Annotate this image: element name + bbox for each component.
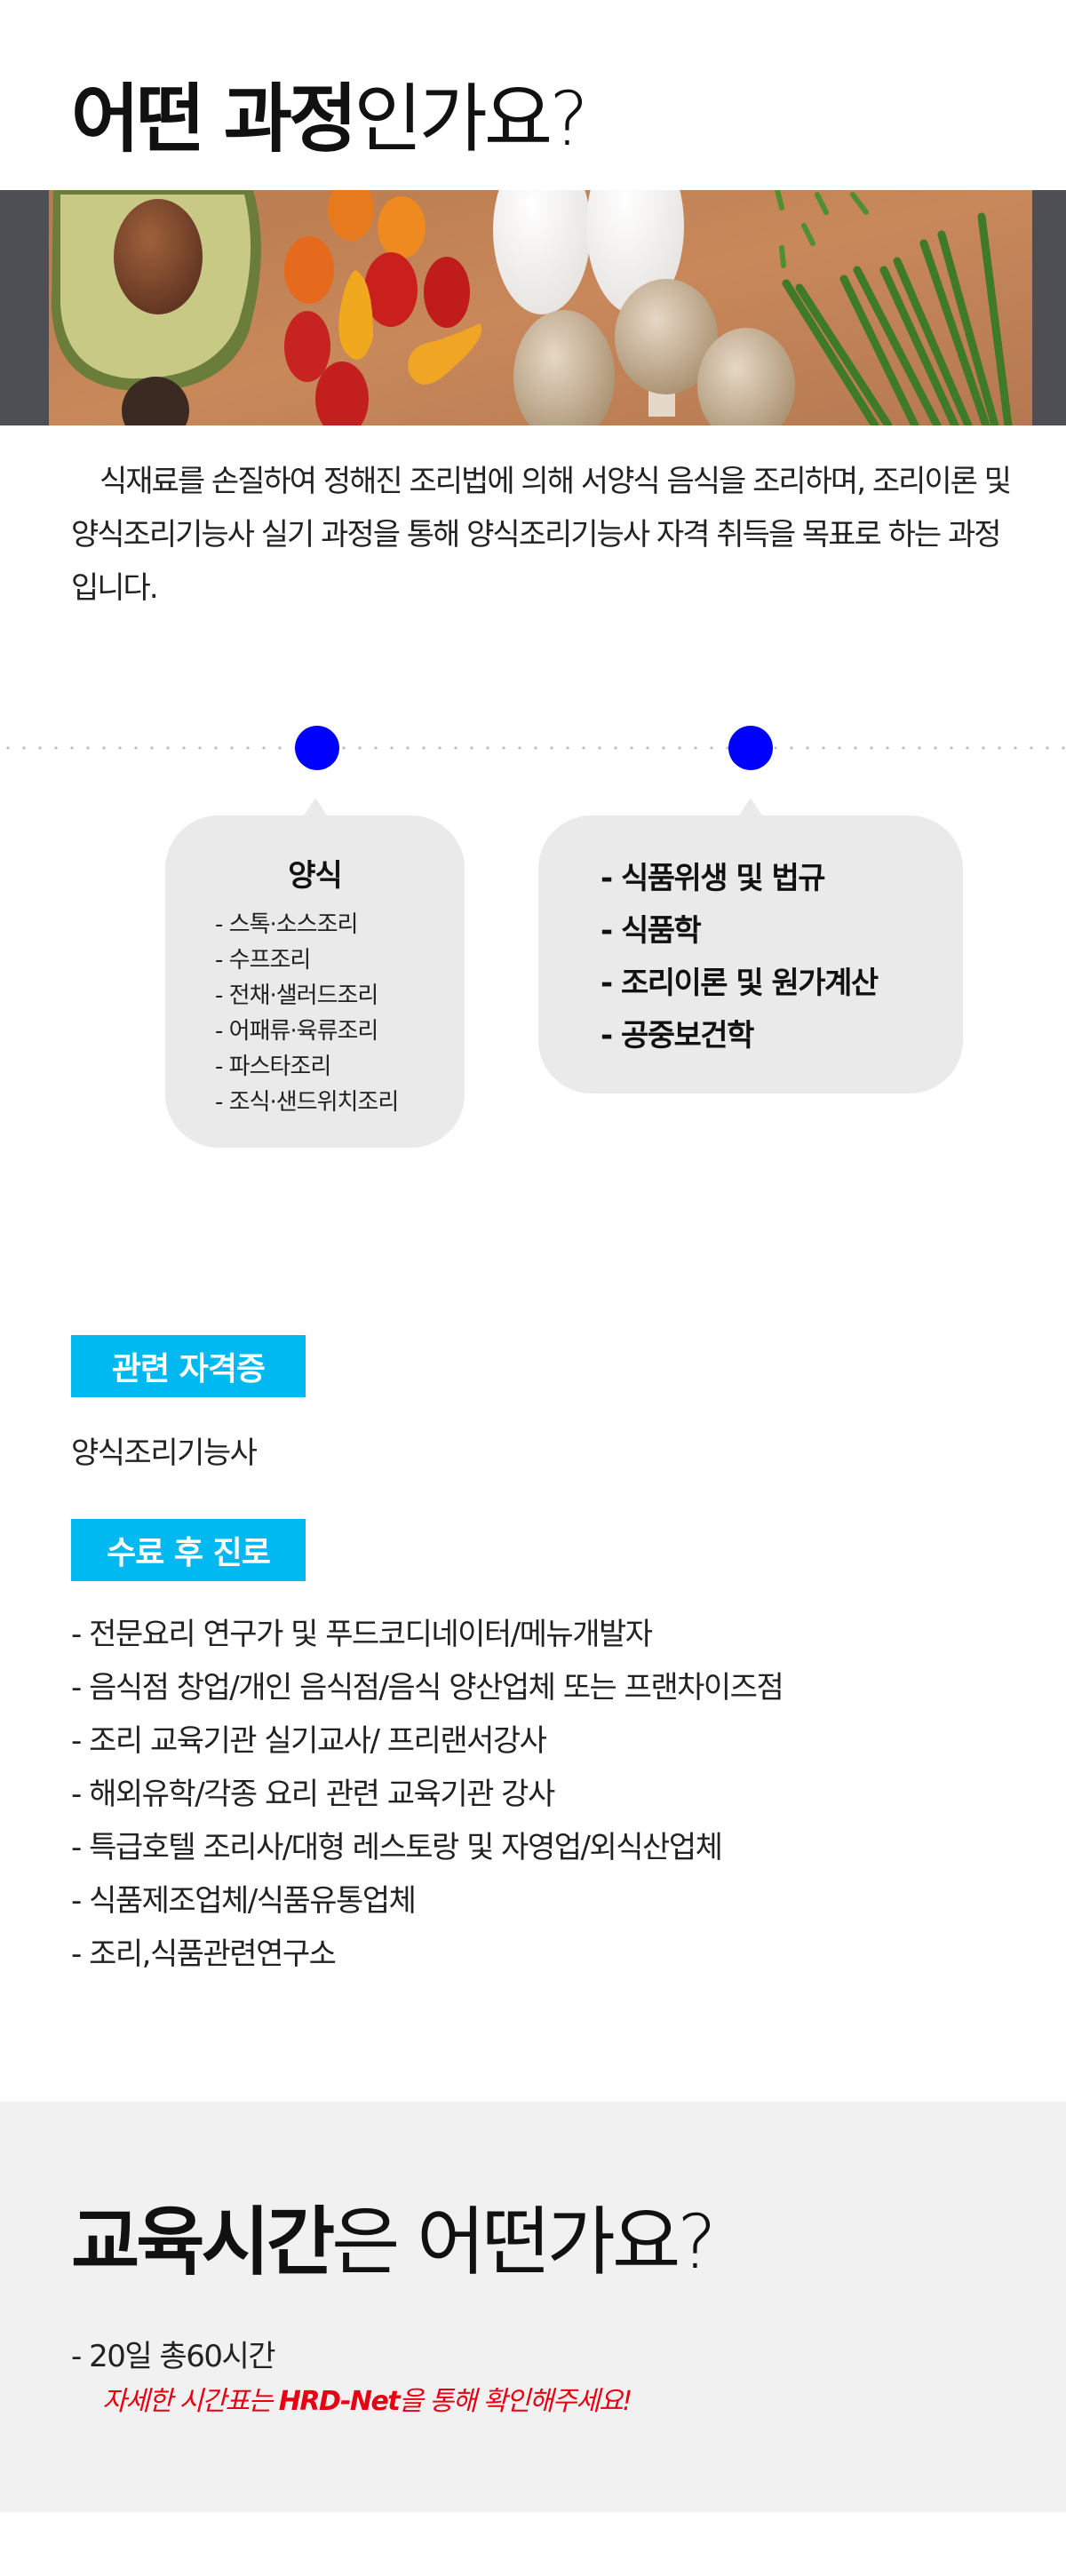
note-prefix: 자세한 시간표는 [102,2386,279,2417]
certificate-value: 양식조리기능사 [71,1435,258,1471]
career-badge: 수료 후 진로 [71,1519,306,1581]
page-title-course: 어떤 과정인가요? [71,76,589,163]
title-bold-part: 어떤 과정 [71,76,357,163]
timeline-dot-practical [295,726,339,770]
theory-subject-item: - 식품학 [601,913,702,949]
practical-subject-item: - 전채·샐러드조리 [215,982,378,1009]
practical-subjects-title: 양식 [288,858,343,894]
theory-subjects-bubble: - 식품위생 및 법규 - 식품학 - 조리이론 및 원가계산 - 공중보건학 [538,815,963,1093]
title2-thin-part: 은 어떤가요? [331,2198,717,2286]
hrd-net-link-text: HRD-Net [278,2386,401,2417]
theory-subject-item: - 공중보건학 [601,1018,754,1053]
theory-subject-item: - 조리이론 및 원가계산 [601,966,879,1001]
career-item: - 전문요리 연구가 및 푸드코디네이터/메뉴개발자 [71,1617,653,1652]
education-hours-section [0,2102,1066,2512]
practical-subject-item: - 어패류·육류조리 [215,1018,378,1045]
theory-subject-item: - 식품위생 및 법규 [601,861,826,896]
title-thin-part: 인가요? [354,76,588,163]
certificate-badge: 관련 자격증 [71,1335,306,1397]
career-item: - 특급호텔 조리사/대형 레스토랑 및 자영업/외식산업체 [71,1830,723,1865]
timeline-dotted-divider [0,746,1066,750]
career-item: - 해외유학/각종 요리 관련 교육기관 강사 [71,1777,555,1812]
practical-subject-item: - 파스타조리 [215,1053,331,1080]
practical-subject-item: - 스톡·소스조리 [215,911,358,938]
career-item: - 조리,식품관련연구소 [71,1936,337,1972]
note-suffix: 을 통해 확인해주세요! [399,2386,632,2417]
course-description: 식재료를 손질하여 정해진 조리법에 의해 서양식 음식을 조리하며, 조리이론… [71,464,1012,606]
career-item: - 조리 교육기관 실기교사/ 프리랜서강사 [71,1723,547,1759]
food-ingredients-photo [0,190,1066,425]
title2-bold-part: 교육시간 [71,2198,335,2286]
education-hours-text: - 20일 총60시간 [71,2339,276,2374]
practical-subjects-bubble: 양식 - 스톡·소스조리 - 수프조리 - 전채·샐러드조리 - 어패류·육류조… [165,815,465,1148]
career-item: - 음식점 창업/개인 음식점/음식 양산업체 또는 프랜차이즈점 [71,1670,784,1705]
practical-subject-item: - 조식·샌드위치조리 [215,1089,399,1116]
theory-subjects-list: - 식품위생 및 법규 - 식품학 - 조리이론 및 원가계산 - 공중보건학 [601,853,879,1062]
timeline-dot-theory [728,726,773,770]
career-list: - 전문요리 연구가 및 푸드코디네이터/메뉴개발자 - 음식점 창업/개인 음… [71,1608,784,1981]
photo-illustration [0,190,1066,425]
career-item: - 식품제조업체/식품유통업체 [71,1883,417,1919]
hrd-net-note: 자세한 시간표는 HRD-Net을 통해 확인해주세요! [102,2379,632,2418]
practical-subjects-list: - 스톡·소스조리 - 수프조리 - 전채·샐러드조리 - 어패류·육류조리 -… [215,907,399,1120]
page-title-hours: 교육시간은 어떤가요? [71,2198,717,2286]
practical-subject-item: - 수프조리 [215,947,311,974]
